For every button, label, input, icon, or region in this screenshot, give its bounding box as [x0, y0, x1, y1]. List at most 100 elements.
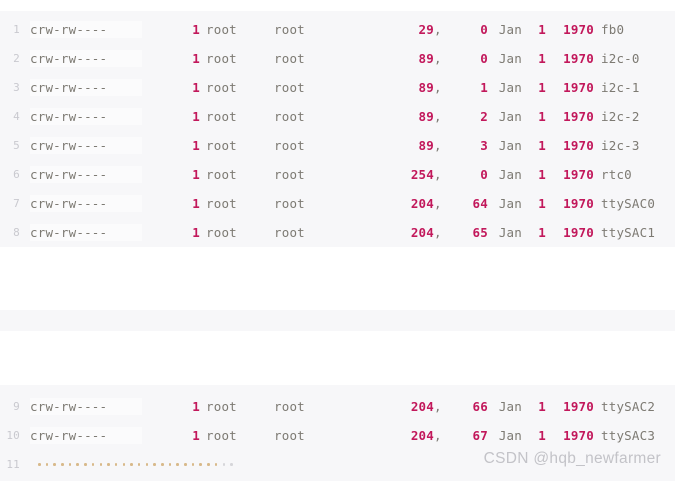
line-number: 1 [13, 23, 20, 36]
permissions-cell: crw-rw---- [30, 195, 142, 212]
minor-number-cell: 64 [472, 196, 488, 211]
filename-cell: fb0 [601, 22, 625, 37]
day-cell: 1 [538, 225, 546, 240]
group-cell: root [274, 109, 305, 124]
filename-cell: i2c-3 [601, 138, 640, 153]
group-cell: root [274, 428, 305, 443]
permissions-cell: crw-rw---- [30, 398, 142, 415]
link-count-cell: 1 [192, 167, 200, 182]
major-number-cell: 29 [418, 22, 434, 37]
year-cell: 1970 [563, 428, 594, 443]
group-cell: root [274, 225, 305, 240]
code-line-list-2 [0, 310, 675, 331]
code-line-list-1: 1 crw-rw---- 1 root root 29 , 0 Jan 1 19… [0, 11, 675, 247]
link-count-cell: 1 [192, 428, 200, 443]
table-row[interactable]: 8 crw-rw---- 1 root root 204 , 65 Jan 1 … [0, 218, 675, 247]
line-number: 4 [13, 110, 20, 123]
comma-separator: , [434, 138, 442, 153]
group-cell: root [274, 138, 305, 153]
minor-number-cell: 2 [480, 109, 488, 124]
table-row[interactable]: 7 crw-rw---- 1 root root 204 , 64 Jan 1 … [0, 189, 675, 218]
major-number-cell: 204 [410, 428, 434, 443]
filename-cell: i2c-1 [601, 80, 640, 95]
month-cell: Jan [498, 138, 522, 153]
year-cell: 1970 [563, 167, 594, 182]
table-row[interactable]: 10 crw-rw---- 1 root root 204 , 67 Jan 1… [0, 421, 675, 450]
table-row[interactable]: 6 crw-rw---- 1 root root 254 , 0 Jan 1 1… [0, 160, 675, 189]
ls-entry: crw-rw---- 1 root root 89 , 1 Jan 1 1970… [30, 79, 640, 96]
owner-cell: root [206, 225, 237, 240]
minor-number-cell: 0 [480, 51, 488, 66]
table-row-ellipsis[interactable]: 11 [0, 450, 675, 479]
owner-cell: root [206, 109, 237, 124]
month-cell: Jan [498, 109, 522, 124]
table-row[interactable]: 2 crw-rw---- 1 root root 89 , 0 Jan 1 19… [0, 44, 675, 73]
filename-cell: i2c-2 [601, 109, 640, 124]
owner-cell: root [206, 80, 237, 95]
ls-entry: crw-rw---- 1 root root 89 , 0 Jan 1 1970… [30, 50, 640, 67]
group-cell: root [274, 399, 305, 414]
table-row[interactable]: 5 crw-rw---- 1 root root 89 , 3 Jan 1 19… [0, 131, 675, 160]
ls-entry: crw-rw---- 1 root root 254 , 0 Jan 1 197… [30, 166, 632, 183]
minor-number-cell: 1 [480, 80, 488, 95]
group-cell: root [274, 167, 305, 182]
owner-cell: root [206, 51, 237, 66]
permissions-cell: crw-rw---- [30, 108, 142, 125]
line-number: 3 [13, 81, 20, 94]
day-cell: 1 [538, 167, 546, 182]
major-number-cell: 254 [410, 167, 434, 182]
link-count-cell: 1 [192, 22, 200, 37]
minor-number-cell: 0 [480, 22, 488, 37]
comma-separator: , [434, 167, 442, 182]
ls-entry: crw-rw---- 1 root root 204 , 66 Jan 1 19… [30, 398, 655, 415]
link-count-cell: 1 [192, 399, 200, 414]
table-row[interactable]: 1 crw-rw---- 1 root root 29 , 0 Jan 1 19… [0, 15, 675, 44]
comma-separator: , [434, 109, 442, 124]
month-cell: Jan [498, 225, 522, 240]
filename-cell: ttySAC0 [601, 196, 656, 211]
comma-separator: , [434, 22, 442, 37]
month-cell: Jan [498, 399, 522, 414]
table-row[interactable]: 4 crw-rw---- 1 root root 89 , 2 Jan 1 19… [0, 102, 675, 131]
filename-cell: ttySAC3 [601, 428, 656, 443]
link-count-cell: 1 [192, 196, 200, 211]
day-cell: 1 [538, 428, 546, 443]
ls-entry: crw-rw---- 1 root root 89 , 3 Jan 1 1970… [30, 137, 640, 154]
month-cell: Jan [498, 51, 522, 66]
code-block-3[interactable]: 9 crw-rw---- 1 root root 204 , 66 Jan 1 … [0, 385, 675, 481]
minor-number-cell: 65 [472, 225, 488, 240]
comma-separator: , [434, 399, 442, 414]
ellipsis-dots [30, 463, 233, 466]
major-number-cell: 204 [410, 399, 434, 414]
month-cell: Jan [498, 22, 522, 37]
permissions-cell: crw-rw---- [30, 166, 142, 183]
minor-number-cell: 0 [480, 167, 488, 182]
line-number: 5 [13, 139, 20, 152]
table-row[interactable]: 9 crw-rw---- 1 root root 204 , 66 Jan 1 … [0, 392, 675, 421]
comma-separator: , [434, 80, 442, 95]
code-block-1[interactable]: 1 crw-rw---- 1 root root 29 , 0 Jan 1 19… [0, 11, 675, 247]
group-cell: root [274, 51, 305, 66]
permissions-cell: crw-rw---- [30, 427, 142, 444]
line-number: 7 [13, 197, 20, 210]
major-number-cell: 89 [418, 138, 434, 153]
permissions-cell: crw-rw---- [30, 50, 142, 67]
link-count-cell: 1 [192, 138, 200, 153]
csdn-watermark: CSDN @hqb_newfarmer [483, 450, 661, 467]
filename-cell: i2c-0 [601, 51, 640, 66]
table-row[interactable]: 3 crw-rw---- 1 root root 89 , 1 Jan 1 19… [0, 73, 675, 102]
filename-cell: ttySAC1 [601, 225, 656, 240]
comma-separator: , [434, 196, 442, 211]
month-cell: Jan [498, 196, 522, 211]
year-cell: 1970 [563, 138, 594, 153]
minor-number-cell: 66 [472, 399, 488, 414]
day-cell: 1 [538, 109, 546, 124]
code-block-2-empty[interactable] [0, 310, 675, 331]
line-number: 2 [13, 52, 20, 65]
day-cell: 1 [538, 80, 546, 95]
day-cell: 1 [538, 22, 546, 37]
code-line-list-3: 9 crw-rw---- 1 root root 204 , 66 Jan 1 … [0, 385, 675, 481]
owner-cell: root [206, 167, 237, 182]
group-cell: root [274, 80, 305, 95]
